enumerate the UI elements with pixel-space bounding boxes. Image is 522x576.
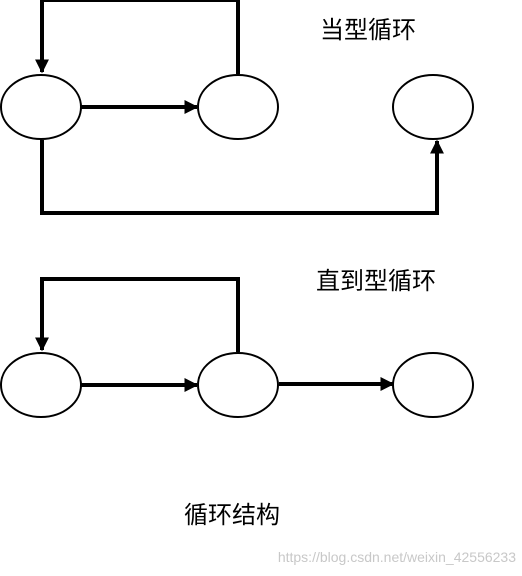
diagram-caption: 循环结构: [184, 501, 280, 529]
while-exit-edge: [40, 139, 444, 215]
until-start-node: [0, 352, 82, 418]
while-loop-label: 当型循环: [320, 16, 416, 44]
while-loop-back-edge: [35, 0, 240, 74]
until-loop-label: 直到型循环: [316, 267, 436, 295]
while-end-node: [392, 74, 474, 140]
until-end-node: [392, 352, 474, 418]
while-body-node: [197, 74, 279, 140]
while-loop-diagram: 当型循环: [0, 0, 474, 215]
until-loop-back-edge: [35, 277, 240, 352]
while-start-node: [0, 74, 82, 140]
watermark-url: https://blog.csdn.net/weixin_42556233: [278, 549, 516, 565]
until-loop-diagram: 直到型循环: [0, 267, 474, 418]
until-body-node: [197, 352, 279, 418]
